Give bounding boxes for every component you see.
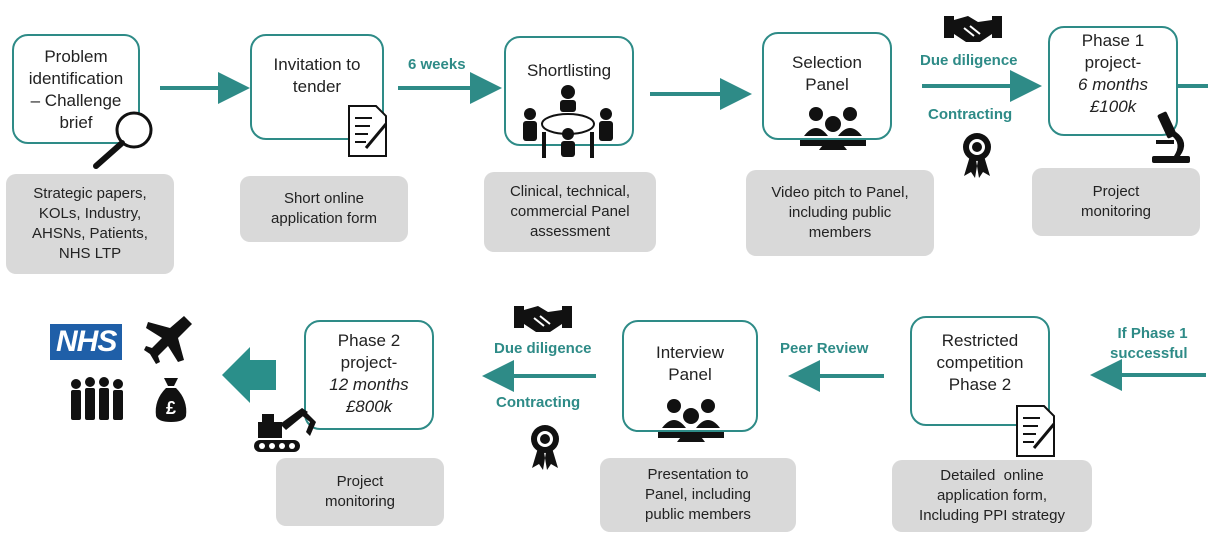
phase1-box: Phase 1 project- 6 months £100k xyxy=(1048,26,1178,136)
invitation-note: Short online application form xyxy=(240,176,408,242)
airplane-icon xyxy=(144,316,192,364)
due-diligence-label-2: Due diligence xyxy=(494,340,592,357)
award-rosette-icon xyxy=(963,133,991,178)
document-icon xyxy=(348,105,388,157)
contracting-label-2: Contracting xyxy=(496,394,581,411)
shortlisting-note: Clinical, technical, commercial Panel as… xyxy=(484,172,656,252)
contracting-label-1: Contracting xyxy=(928,106,1013,123)
phase2-box: Phase 2 project- 12 months £800k xyxy=(304,320,434,430)
excavator-icon xyxy=(254,408,316,452)
if-phase1-successful-label: If Phase 1 successful xyxy=(1110,325,1188,362)
handshake-icon-2 xyxy=(514,306,572,332)
six-weeks-label: 6 weeks xyxy=(408,56,466,73)
handshake-icon xyxy=(944,16,1002,42)
svg-text:£: £ xyxy=(166,398,176,418)
invitation-box: Invitation to tender xyxy=(250,34,384,140)
restricted-note: Detailed online application form, Includ… xyxy=(892,460,1092,532)
award-rosette-icon-2 xyxy=(531,425,559,470)
panel-people-icon xyxy=(800,107,866,150)
peer-review-label: Peer Review xyxy=(780,340,869,357)
nhs-logo: NHS xyxy=(50,324,123,360)
panel-people-icon-2 xyxy=(658,399,724,442)
crowd-people-icon xyxy=(71,377,123,420)
document-icon-2 xyxy=(1016,405,1056,457)
selection-note: Video pitch to Panel, including public m… xyxy=(746,170,934,256)
phase1-note: Project monitoring xyxy=(1032,168,1200,236)
money-bag-icon: £ xyxy=(155,378,187,422)
phase2-note: Project monitoring xyxy=(276,458,444,526)
problem-note: Strategic papers, KOLs, Industry, AHSNs,… xyxy=(6,174,174,274)
microscope-icon xyxy=(1152,111,1190,163)
big-left-arrow xyxy=(222,347,276,403)
meeting-table-icon xyxy=(523,85,613,158)
interview-note: Presentation to Panel, including public … xyxy=(600,458,796,532)
magnifier-icon xyxy=(93,111,153,169)
restricted-competition-box: Restricted competition Phase 2 xyxy=(910,316,1050,426)
due-diligence-label-1: Due diligence xyxy=(920,52,1018,69)
